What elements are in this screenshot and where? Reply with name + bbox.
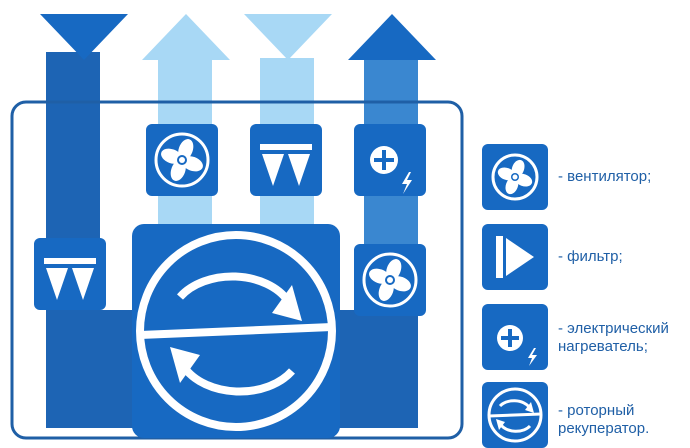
filter-icon xyxy=(44,258,96,300)
legend-heater xyxy=(482,304,548,370)
filter-icon xyxy=(496,236,534,278)
filter-icon xyxy=(260,144,312,186)
fan-icon xyxy=(491,153,539,201)
arrow-down-3 xyxy=(244,14,332,60)
electric-heater-icon xyxy=(370,146,412,194)
rotary-recuperator-icon xyxy=(136,231,336,431)
electric-heater-icon xyxy=(497,325,537,366)
arrow-up-4 xyxy=(348,14,436,60)
fan-icon xyxy=(362,252,418,308)
legend-fan xyxy=(482,144,548,210)
legend-fan-label: - вентилятор; xyxy=(558,168,652,185)
arrow-up-2 xyxy=(142,14,230,60)
legend-filter-label: - фильтр; xyxy=(558,248,623,265)
legend-heater-label-line2: нагреватель; xyxy=(558,338,648,355)
arrow-down-1 xyxy=(40,14,128,60)
fan-module-supply xyxy=(146,124,218,196)
legend-recuperator-label-line2: рекуператор. xyxy=(558,420,650,437)
filter-module-extract xyxy=(250,124,322,196)
fan-module-exhaust xyxy=(354,244,426,316)
filter-module-supply xyxy=(34,238,106,310)
rotary-recuperator-icon xyxy=(487,387,543,443)
legend-heater-label-line1: - электрический xyxy=(558,320,669,337)
fan-icon xyxy=(154,132,210,188)
recuperator-module xyxy=(132,224,340,438)
legend-filter xyxy=(482,224,548,290)
legend-recuperator xyxy=(482,382,548,448)
heater-module xyxy=(354,124,426,196)
airflow-duct-bottom-left xyxy=(46,308,100,368)
legend-recuperator-label-line1: - роторный xyxy=(558,402,635,419)
